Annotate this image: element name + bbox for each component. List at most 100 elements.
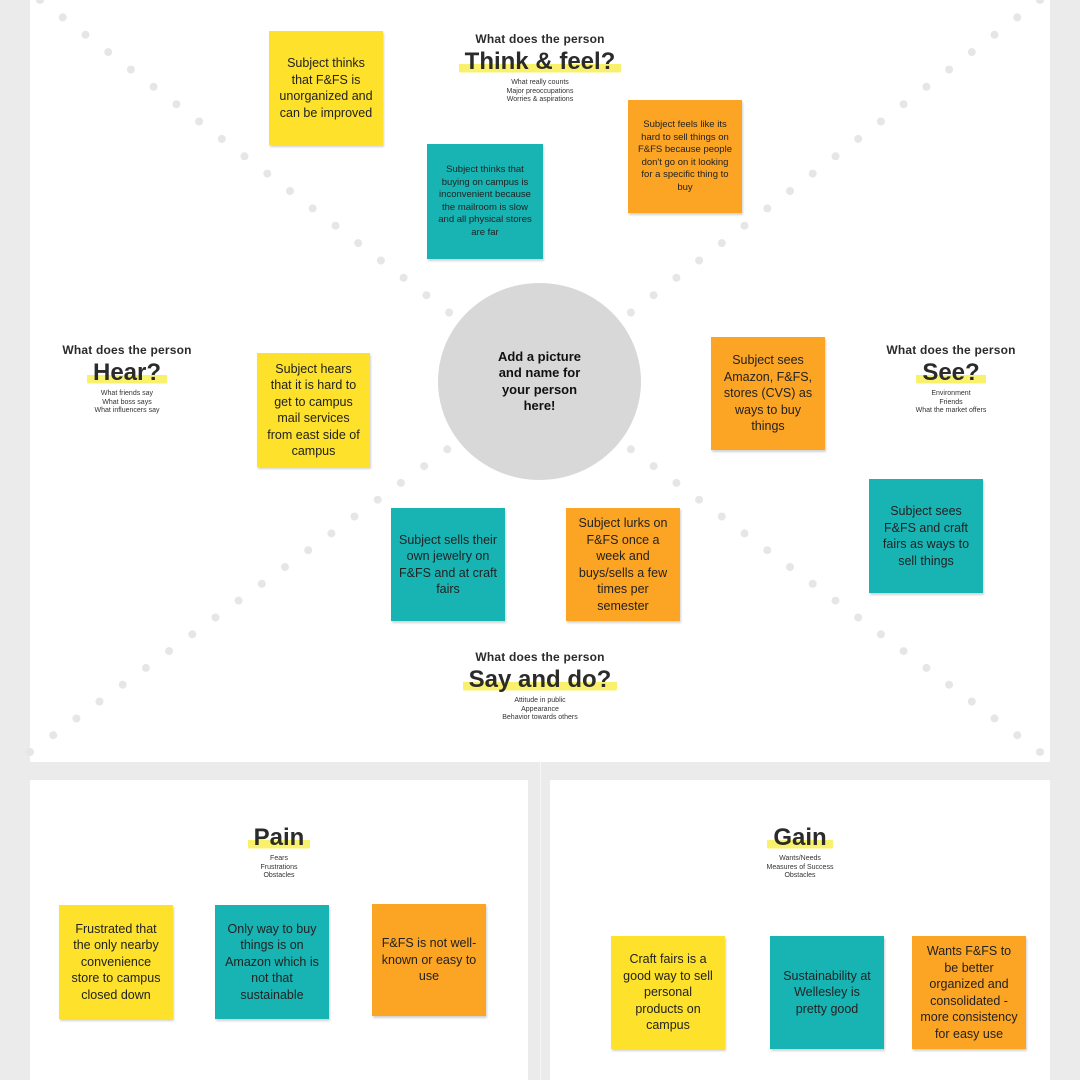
guide-dot <box>763 204 772 213</box>
guide-dot <box>786 187 794 195</box>
say-do-sub: Behavior towards others <box>502 714 578 721</box>
person-picture-placeholder[interactable]: Add a picture and name for your person h… <box>438 283 641 480</box>
sticky-note-pain[interactable]: Frustrated that the only nearby convenie… <box>59 905 173 1019</box>
sticky-note-text: F&FS is not well-known or easy to use <box>381 936 477 984</box>
guide-dot <box>49 731 58 740</box>
guide-dot <box>240 152 249 161</box>
guide-dot <box>308 204 317 213</box>
guide-dot <box>281 563 289 571</box>
think-feel-sub: What really counts <box>511 79 569 86</box>
see-subtitles: Environment Friends What the market offe… <box>866 390 1036 416</box>
sticky-note-text: Subject feels like its hard to sell thin… <box>637 119 732 193</box>
grid-divider <box>540 762 541 1080</box>
gain-title: Gain <box>767 824 833 852</box>
hear-sub: What boss says <box>102 398 152 406</box>
pain-sub: Obstacles <box>263 872 295 879</box>
think-feel-sub: Worries & aspirations <box>506 96 574 103</box>
gain-sub: Obstacles <box>784 872 816 879</box>
hear-subtitles: What friends say What boss says What inf… <box>42 390 212 416</box>
sticky-note-text: Subject thinks that F&FS is unorganized … <box>279 56 373 120</box>
say-do-heading: What does the person Say and do? Attitud… <box>420 650 660 723</box>
sticky-note-text: Frustrated that the only nearby convenie… <box>71 921 161 1002</box>
guide-dot <box>945 680 954 689</box>
say-do-sub: Attitude in public <box>514 697 566 704</box>
guide-dot <box>990 714 999 723</box>
sticky-note-think-feel[interactable]: Subject thinks that F&FS is unorganized … <box>269 31 383 145</box>
guide-dot <box>420 462 429 471</box>
guide-dot <box>967 697 976 706</box>
sticky-note-think-feel[interactable]: Subject feels like its hard to sell thin… <box>628 100 742 213</box>
guide-dot <box>58 13 67 22</box>
guide-dot <box>831 596 840 605</box>
sticky-note-text: Wants F&FS to be better organized and co… <box>920 944 1018 1041</box>
sticky-note-text: Sustainability at Wellesley is pretty go… <box>783 968 871 1016</box>
guide-dot <box>945 65 954 74</box>
guide-dot <box>967 48 976 57</box>
guide-dot <box>422 291 431 300</box>
sticky-note-see[interactable]: Subject sees Amazon, F&FS, stores (CVS) … <box>711 337 825 450</box>
guide-dot <box>263 169 272 178</box>
guide-dot <box>118 680 127 689</box>
sticky-note-gain[interactable]: Wants F&FS to be better organized and co… <box>912 936 1026 1049</box>
guide-dot <box>81 30 90 39</box>
guide-dot <box>1036 748 1044 756</box>
guide-dot <box>304 546 313 555</box>
hear-sub: What friends say <box>100 390 154 397</box>
hear-sub: What influencers say <box>94 407 160 414</box>
guide-dot <box>373 495 382 504</box>
guide-dot <box>649 291 658 300</box>
sticky-note-text: Only way to buy things is on Amazon whic… <box>225 921 319 1002</box>
guide-dot <box>649 462 658 471</box>
guide-dot <box>350 512 359 521</box>
guide-dot <box>854 613 863 622</box>
guide-dot <box>1013 731 1022 740</box>
sticky-note-pain[interactable]: F&FS is not well-known or easy to use <box>372 904 486 1016</box>
guide-dot <box>327 529 336 538</box>
think-feel-question: What does the person <box>475 32 605 46</box>
see-sub: Environment <box>931 390 971 397</box>
sticky-note-text: Subject thinks that buying on campus is … <box>438 164 532 238</box>
sticky-note-say-do[interactable]: Subject lurks on F&FS once a week and bu… <box>566 508 680 621</box>
think-feel-title: Think & feel? <box>458 48 622 76</box>
guide-dot <box>376 256 385 265</box>
guide-dot <box>808 579 817 588</box>
guide-dot <box>740 529 749 538</box>
sticky-note-text: Subject sees F&FS and craft fairs as way… <box>882 504 970 568</box>
guide-dot <box>195 117 204 126</box>
guide-dot <box>922 663 931 672</box>
guide-dot <box>443 445 452 454</box>
guide-dot <box>234 596 243 605</box>
hear-question: What does the person <box>62 343 192 357</box>
gain-subtitles: Wants/Needs Measures of Success Obstacle… <box>720 855 880 881</box>
gain-sub: Wants/Needs <box>779 855 821 862</box>
sticky-note-hear[interactable]: Subject hears that it is hard to get to … <box>257 353 370 467</box>
hear-heading: What does the person Hear? What friends … <box>42 343 212 416</box>
pain-sub: Fears <box>270 855 288 862</box>
see-heading: What does the person See? Environment Fr… <box>866 343 1036 416</box>
guide-dot <box>626 445 635 454</box>
guide-dot <box>672 478 681 487</box>
sticky-note-text: Subject sells their own jewelry on F&FS … <box>399 532 497 597</box>
sticky-note-gain[interactable]: Craft fairs is a good way to sell person… <box>611 936 725 1049</box>
guide-dot <box>1036 0 1044 4</box>
say-do-question: What does the person <box>475 650 605 664</box>
sticky-note-see[interactable]: Subject sees F&FS and craft fairs as way… <box>869 479 983 593</box>
guide-dot <box>95 697 104 706</box>
guide-dot <box>217 134 226 143</box>
guide-dot <box>354 239 363 248</box>
sticky-note-pain[interactable]: Only way to buy things is on Amazon whic… <box>215 905 329 1019</box>
sticky-note-gain[interactable]: Sustainability at Wellesley is pretty go… <box>770 936 884 1049</box>
guide-dot <box>786 563 794 571</box>
guide-dot <box>396 478 405 487</box>
sticky-note-text: Subject lurks on F&FS once a week and bu… <box>578 516 668 613</box>
guide-dot <box>922 82 931 91</box>
sticky-note-say-do[interactable]: Subject sells their own jewelry on F&FS … <box>391 508 505 621</box>
see-title: See? <box>916 359 986 387</box>
person-placeholder-text: Add a picture and name for your person h… <box>497 348 582 414</box>
sticky-note-think-feel[interactable]: Subject thinks that buying on campus is … <box>427 144 543 259</box>
pain-subtitles: Fears Frustrations Obstacles <box>199 855 359 881</box>
guide-dot <box>126 65 135 74</box>
guide-dot <box>172 100 181 109</box>
guide-dot <box>763 546 772 555</box>
